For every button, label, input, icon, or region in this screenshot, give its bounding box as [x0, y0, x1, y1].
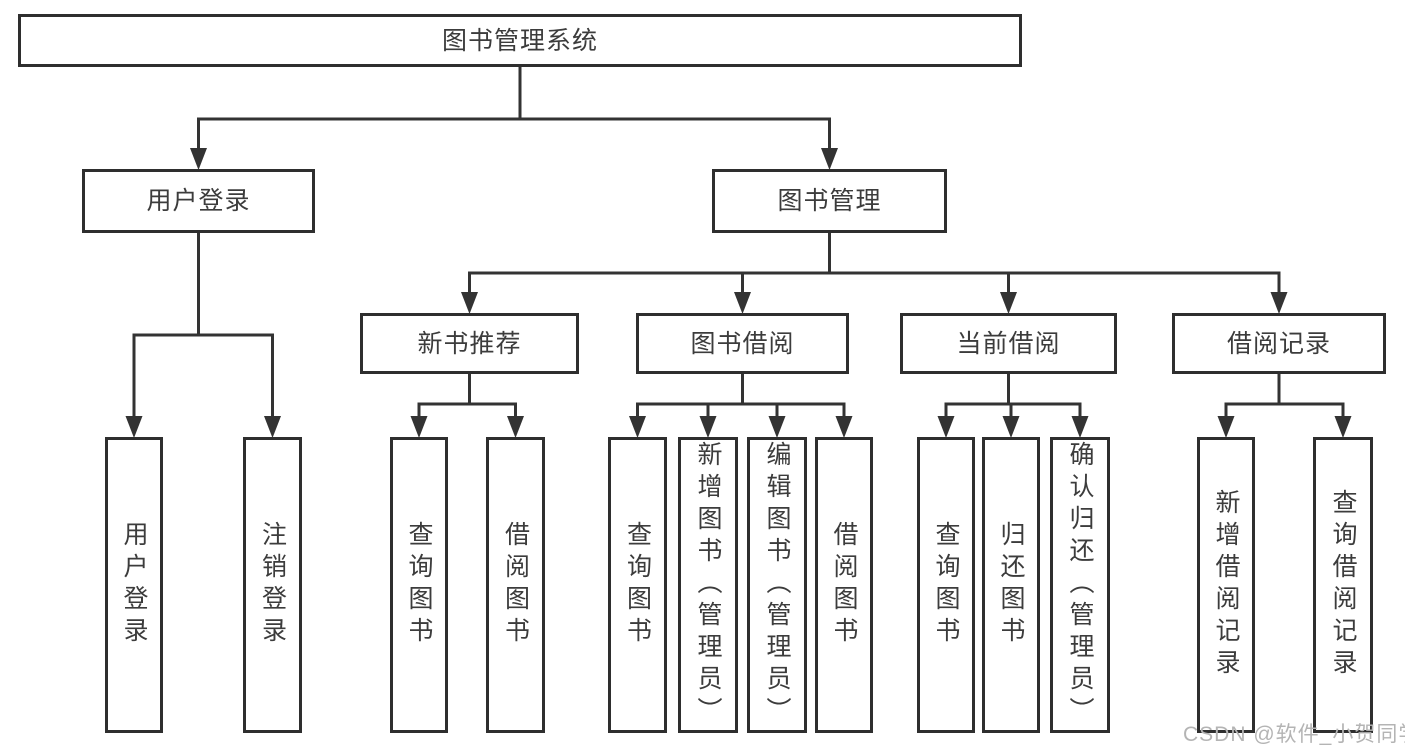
node-root: 图书管理系统 [18, 14, 1022, 67]
node-l2-user-login: 用户登录 [82, 169, 315, 233]
node-leaf-borrow-book-2: 借阅图书 [815, 437, 873, 733]
node-leaf-user-login: 用户登录 [105, 437, 163, 733]
node-leaf-query-book-3: 查询图书 [917, 437, 975, 733]
node-leaf-query-record: 查询借阅记录 [1313, 437, 1373, 733]
node-leaf-add-record: 新增借阅记录 [1197, 437, 1255, 733]
node-l3-current-borrow: 当前借阅 [900, 313, 1117, 374]
node-leaf-query-book-2: 查询图书 [608, 437, 667, 733]
node-leaf-edit-book: 编辑图书（管理员） [747, 437, 807, 733]
node-l3-new-book: 新书推荐 [360, 313, 579, 374]
node-l2-book-mgmt: 图书管理 [712, 169, 947, 233]
node-leaf-confirm-return: 确认归还（管理员） [1050, 437, 1110, 733]
node-leaf-query-book-1: 查询图书 [390, 437, 448, 733]
node-leaf-add-book: 新增图书（管理员） [678, 437, 738, 733]
node-leaf-borrow-book-1: 借阅图书 [486, 437, 545, 733]
node-l3-borrow-record: 借阅记录 [1172, 313, 1386, 374]
node-l3-book-borrow: 图书借阅 [636, 313, 849, 374]
node-leaf-return-book: 归还图书 [982, 437, 1040, 733]
node-leaf-logout: 注销登录 [243, 437, 302, 733]
watermark: CSDN @软件_小贺同学 [1183, 723, 1405, 746]
